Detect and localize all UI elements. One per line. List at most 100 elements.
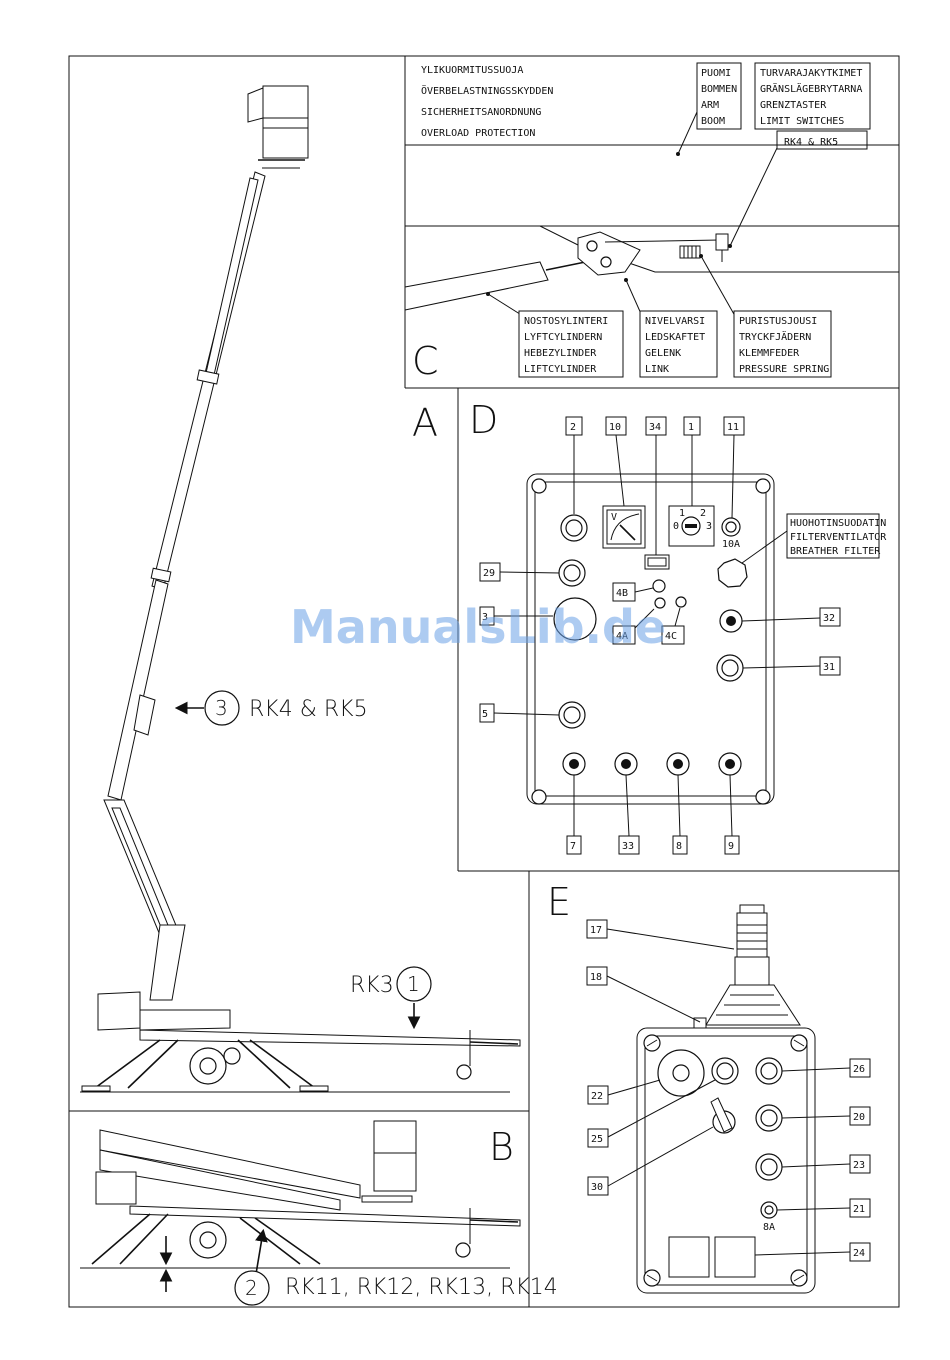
voltmeter-10 bbox=[602, 505, 646, 549]
cylinder-label-box bbox=[518, 310, 624, 378]
label-7: 7 bbox=[570, 841, 576, 852]
boom-joint-1 bbox=[196, 369, 220, 385]
outrigger-b-4 bbox=[239, 1217, 301, 1265]
watermark: ManualsLib.de bbox=[290, 600, 666, 654]
limit-switch bbox=[715, 233, 729, 251]
link-arm bbox=[604, 239, 721, 243]
leader-rk bbox=[729, 147, 778, 247]
label-29: 29 bbox=[483, 568, 495, 579]
outrigger-front-left bbox=[94, 1039, 161, 1089]
voltmeter-symbol: V bbox=[611, 512, 617, 523]
section-a-lift-extended: 3 RK4 & RK5 1 RK3 bbox=[80, 85, 521, 1093]
leader-18 bbox=[606, 975, 701, 1023]
breather-line-en: BREATHER FILTER bbox=[790, 546, 881, 557]
boom-bracket bbox=[133, 694, 156, 736]
limit-line-en: LIMIT SWITCHES bbox=[760, 116, 844, 127]
label-box-26 bbox=[849, 1058, 871, 1078]
label-4a: 4A bbox=[616, 631, 628, 642]
voltmeter-scale bbox=[610, 513, 640, 541]
deadman-switch-18 bbox=[693, 1017, 707, 1029]
leader-breather bbox=[741, 530, 788, 564]
spring-line-en: PRESSURE SPRING bbox=[739, 364, 829, 375]
link-line-sv: LEDSKAFTET bbox=[645, 332, 705, 343]
label-box-9 bbox=[724, 835, 740, 855]
label-5: 5 bbox=[482, 709, 488, 720]
label-23: 23 bbox=[853, 1160, 865, 1171]
lower-boom bbox=[103, 799, 181, 941]
lamp-4a bbox=[654, 597, 666, 609]
drawbar-b bbox=[469, 1219, 519, 1223]
leader-spring bbox=[700, 255, 736, 317]
jockey-wheel-b bbox=[455, 1242, 471, 1258]
callout1-num: 1 bbox=[407, 972, 420, 996]
label-1: 1 bbox=[688, 422, 694, 433]
limit-line-de: GRENZTASTER bbox=[760, 100, 827, 111]
display-window-right bbox=[714, 1236, 756, 1278]
spring-line-fi: PURISTUSJOUSI bbox=[739, 316, 817, 327]
breather-line-fi: HUOHOTINSUODATIN bbox=[790, 518, 886, 529]
label-33: 33 bbox=[622, 841, 634, 852]
callout2-circle bbox=[234, 1270, 270, 1306]
outrigger-b-3 bbox=[254, 1217, 321, 1265]
counterweight bbox=[97, 991, 141, 1031]
folded-boom-upper bbox=[99, 1129, 361, 1199]
rk4-rk5-label: RK4 & RK5 bbox=[784, 137, 838, 148]
basket-b bbox=[373, 1120, 417, 1192]
limit-line-sv: GRÄNSLÄGEBRYTARNA bbox=[760, 82, 862, 95]
voltmeter-needle bbox=[619, 524, 636, 541]
boom-line-sv: BOMMEN bbox=[701, 84, 737, 95]
callout2-num: 2 bbox=[245, 1276, 258, 1300]
label-box-4a bbox=[612, 625, 636, 645]
boom-label-box bbox=[696, 62, 742, 130]
counterweight-b bbox=[95, 1171, 137, 1205]
label-box-7 bbox=[566, 835, 582, 855]
outrigger-rear-left bbox=[237, 1039, 291, 1089]
link-line-en: LINK bbox=[645, 364, 669, 375]
breather-filter bbox=[717, 558, 748, 588]
boom-lower-edge bbox=[405, 225, 899, 273]
section-c-overload-protection: YLIKUORMITUSSUOJA ÖVERBELASTNINGSSKYDDEN… bbox=[404, 62, 899, 378]
section-letter-a: A bbox=[412, 401, 438, 445]
section-b-transport: 2 RK11, RK12, RK13, RK14 bbox=[80, 1120, 558, 1306]
label-32: 32 bbox=[823, 613, 835, 624]
section-letter-c: C bbox=[412, 339, 439, 383]
outrigger-pad-1 bbox=[81, 1085, 111, 1092]
chassis-b bbox=[129, 1205, 521, 1227]
work-platform-basket bbox=[247, 85, 309, 169]
callout2-arrow bbox=[255, 1228, 268, 1275]
callout2-text: RK11, RK12, RK13, RK14 bbox=[285, 1275, 558, 1300]
label-22: 22 bbox=[591, 1091, 603, 1102]
leader-17 bbox=[606, 928, 735, 950]
panel-screw-tr bbox=[755, 478, 771, 494]
outrigger-pad-2 bbox=[299, 1085, 329, 1092]
leader-11 bbox=[731, 434, 735, 519]
spare-wheel bbox=[223, 1047, 241, 1065]
spring-line-sv: TRYCKFJÄDERN bbox=[739, 330, 811, 343]
link-line-de: GELENK bbox=[645, 348, 681, 359]
limit-switch-label-box bbox=[754, 62, 871, 130]
upper-boom-tip bbox=[205, 177, 259, 376]
limit-line-fi: TURVARAJAKYTKIMET bbox=[760, 68, 862, 79]
boom-line-fi: PUOMI bbox=[701, 68, 731, 79]
spring-line-de: KLEMMFEDER bbox=[739, 348, 800, 359]
outrigger-front-right bbox=[127, 1039, 179, 1089]
fuse-label-8a: 8A bbox=[763, 1222, 775, 1233]
cylinder-line-de: HEBEZYLINDER bbox=[524, 348, 597, 359]
label-box-21 bbox=[849, 1198, 871, 1218]
callout3-circle bbox=[204, 690, 240, 726]
leader-link bbox=[625, 279, 643, 317]
label-24: 24 bbox=[853, 1248, 865, 1259]
label-box-23 bbox=[849, 1154, 871, 1174]
label-8: 8 bbox=[676, 841, 682, 852]
fuse-label-10a: 10A bbox=[722, 539, 740, 550]
cylinder-line-en: LIFTCYLINDER bbox=[524, 364, 597, 375]
breather-label-box bbox=[786, 513, 880, 559]
label-4b: 4B bbox=[616, 588, 628, 599]
label-box-31 bbox=[819, 656, 841, 676]
outrigger-rear-right bbox=[249, 1039, 316, 1089]
leader-29 bbox=[499, 571, 561, 574]
callout1-circle bbox=[396, 966, 432, 1002]
label-9: 9 bbox=[728, 841, 734, 852]
panel-screw-bl bbox=[531, 789, 547, 805]
section-letter-d: D bbox=[469, 398, 498, 442]
